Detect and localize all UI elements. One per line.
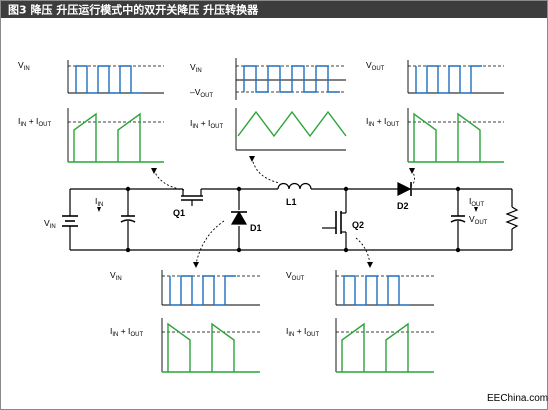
figure-title: 图3 降压 升压运行模式中的双开关降压 升压转换器 bbox=[8, 3, 259, 17]
vin-label: VIN bbox=[44, 218, 56, 230]
junction-cout-top bbox=[455, 186, 461, 192]
leader-q2-head-icon bbox=[367, 262, 373, 268]
q2-label: Q2 bbox=[352, 220, 364, 230]
junction-d1-bot bbox=[236, 247, 242, 253]
d1-i-label: IIN + IOUT bbox=[110, 326, 143, 338]
iin-arrow-icon bbox=[97, 207, 101, 212]
q1-label: Q1 bbox=[173, 208, 185, 218]
leader-l1 bbox=[251, 157, 281, 184]
q2-i-label: IIN + IOUT bbox=[286, 326, 319, 338]
d2-label: D2 bbox=[397, 201, 409, 211]
iin-label: IIN bbox=[95, 196, 103, 208]
d1-v-label: VIN bbox=[110, 270, 122, 282]
d1-triangle bbox=[230, 210, 248, 225]
junction-cin-bot bbox=[125, 247, 131, 253]
q1-v-wave bbox=[75, 65, 142, 94]
iout-arrow-icon bbox=[474, 207, 478, 212]
d1-label: D1 bbox=[250, 223, 262, 233]
l1-coil bbox=[277, 182, 312, 190]
q2-v-wave bbox=[343, 275, 410, 306]
watermark: EEChina.com bbox=[487, 393, 548, 404]
q2-i-wave bbox=[336, 322, 434, 373]
d2-i-wave bbox=[408, 112, 504, 163]
leader-heads bbox=[151, 156, 415, 268]
vout-label: VOUT bbox=[469, 214, 488, 226]
title-bar bbox=[1, 1, 547, 18]
junction-q2-top bbox=[343, 186, 349, 192]
l1-label: L1 bbox=[286, 197, 297, 207]
cout-plate-bot bbox=[450, 219, 466, 223]
l1-v-wave bbox=[243, 65, 340, 93]
leader-d1-head-icon bbox=[193, 262, 199, 268]
d2-i-label: IIN + IOUT bbox=[366, 116, 399, 128]
circuit-schematic bbox=[62, 182, 519, 251]
junctions bbox=[125, 186, 461, 253]
l1-v-top-label: VIN bbox=[190, 62, 202, 74]
d2-v-wave bbox=[415, 65, 482, 94]
junction-cin-top bbox=[125, 186, 131, 192]
iout-label: IOUT bbox=[469, 196, 484, 208]
d1-v-wave bbox=[169, 275, 236, 306]
l1-i-label: IIN + IOUT bbox=[190, 118, 223, 130]
rload-zigzag bbox=[505, 206, 519, 230]
d2-triangle bbox=[397, 182, 412, 196]
junction-cout-bot bbox=[455, 247, 461, 253]
leader-d1 bbox=[195, 220, 225, 265]
junction-d1-top bbox=[236, 186, 242, 192]
leader-q1 bbox=[153, 169, 185, 191]
waveform-panels: VIN IIN + IOUT VOUT IIN + IOUT VIN IIN + IOUT… bbox=[18, 58, 504, 373]
q1-v-label: VIN bbox=[18, 60, 30, 72]
cin-plate-bot bbox=[120, 219, 136, 223]
l1-i-wave bbox=[237, 110, 347, 138]
d1-i-wave bbox=[162, 322, 260, 373]
q2-v-label: VOUT bbox=[286, 270, 305, 282]
junction-q2-bot bbox=[343, 247, 349, 253]
q1-i-wave bbox=[68, 112, 164, 163]
d2-v-label: VOUT bbox=[366, 60, 385, 72]
leader-l1-head-icon bbox=[249, 156, 255, 162]
leader-q1-head-icon bbox=[151, 168, 157, 174]
l1-v-bot-label: –VOUT bbox=[190, 87, 213, 99]
q1-i-label: IIN + IOUT bbox=[18, 116, 51, 128]
leader-d2-head-icon bbox=[409, 168, 415, 174]
